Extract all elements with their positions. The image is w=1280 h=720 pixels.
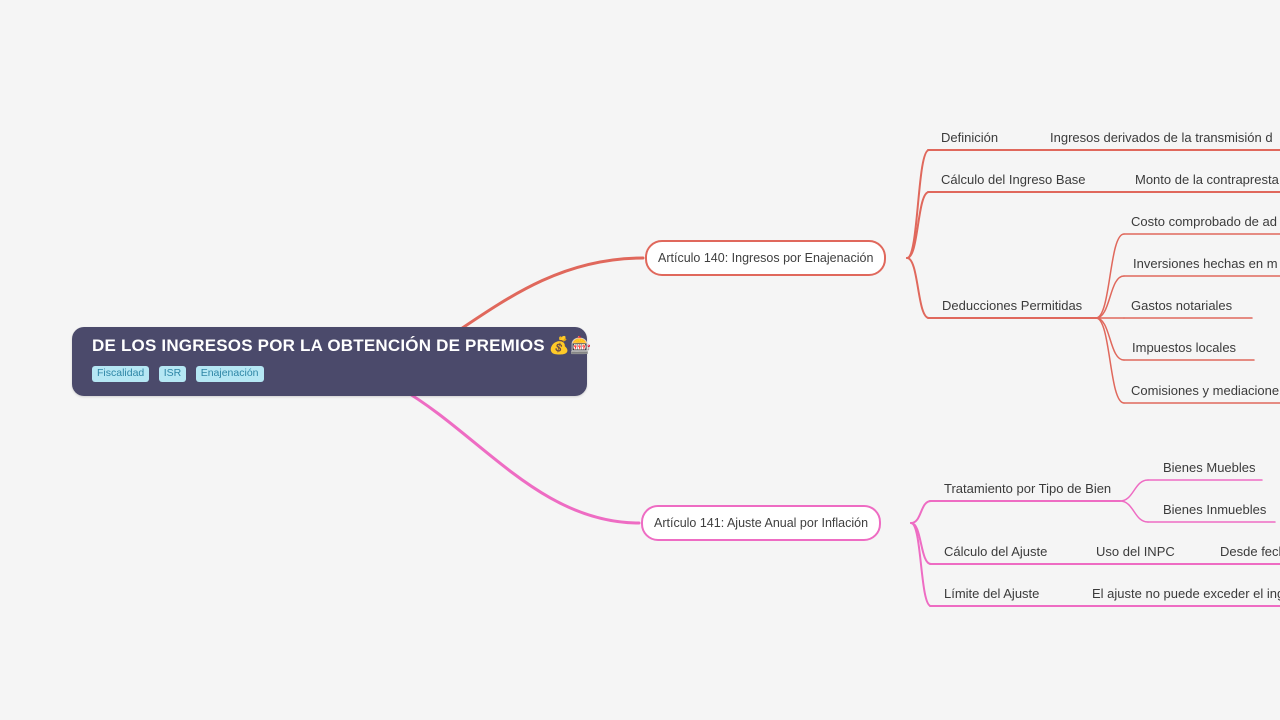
root-title: DE LOS INGRESOS POR LA OBTENCIÓN DE PREM…	[92, 336, 591, 356]
node-articulo-140[interactable]: Artículo 140: Ingresos por Enajenación	[645, 240, 887, 276]
node-limite-ajuste[interactable]: Límite del Ajuste	[944, 586, 1040, 601]
root-title-text: DE LOS INGRESOS POR LA OBTENCIÓN DE PREM…	[92, 336, 545, 355]
node-calculo-ingreso-value[interactable]: Monto de la contrapresta	[1135, 172, 1279, 187]
node-calculo-ingreso-base[interactable]: Cálculo del Ingreso Base	[941, 172, 1086, 187]
node-uso-inpc[interactable]: Uso del INPC	[1096, 544, 1175, 559]
node-bienes-inmuebles[interactable]: Bienes Inmuebles	[1163, 502, 1267, 517]
node-tratamiento-tipo-bien[interactable]: Tratamiento por Tipo de Bien	[944, 481, 1112, 496]
tag-fiscalidad: Fiscalidad	[92, 366, 150, 382]
node-comisiones[interactable]: Comisiones y mediacione	[1131, 383, 1280, 398]
branch-141-links	[398, 386, 1280, 607]
node-impuestos-locales[interactable]: Impuestos locales	[1132, 340, 1237, 355]
node-gastos-notariales[interactable]: Gastos notariales	[1131, 298, 1233, 313]
node-costo-comprobado[interactable]: Costo comprobado de ad	[1131, 214, 1277, 229]
node-deducciones[interactable]: Deducciones Permitidas	[942, 298, 1083, 313]
prize-icons: 💰🎰	[548, 336, 592, 355]
node-desde-fecha[interactable]: Desde fech	[1220, 544, 1280, 559]
node-calculo-ajuste[interactable]: Cálculo del Ajuste	[944, 544, 1048, 559]
node-definicion-value[interactable]: Ingresos derivados de la transmisión d	[1050, 130, 1273, 145]
node-limite-ajuste-value[interactable]: El ajuste no puede exceder el ing	[1092, 586, 1280, 601]
root-node[interactable]: DE LOS INGRESOS POR LA OBTENCIÓN DE PREM…	[72, 327, 591, 396]
node-definicion[interactable]: Definición	[941, 130, 999, 145]
tag-isr: ISR	[158, 366, 187, 382]
node-bienes-muebles[interactable]: Bienes Muebles	[1163, 460, 1256, 475]
node-articulo-141[interactable]: Artículo 141: Ajuste Anual por Inflación	[641, 505, 882, 541]
node-inversiones[interactable]: Inversiones hechas en m	[1133, 256, 1278, 271]
root-tags: Fiscalidad ISR Enajenación	[92, 363, 567, 382]
tag-enajenacion: Enajenación	[195, 366, 264, 382]
